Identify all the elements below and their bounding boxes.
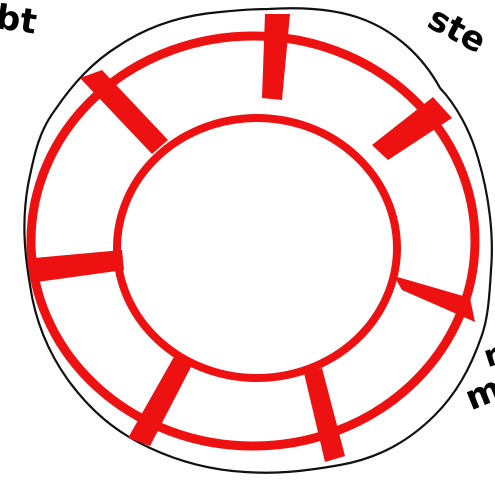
spoke-lower-right xyxy=(394,276,475,322)
outer-red-ring xyxy=(31,36,475,446)
spoke-bottom-right xyxy=(304,368,345,462)
word-fragment-top-left: bt xyxy=(0,0,39,43)
inner-red-ring xyxy=(117,118,397,378)
spoke-top xyxy=(262,14,290,100)
spoke-upper-left xyxy=(80,70,168,154)
spoke-left xyxy=(34,250,124,282)
word-fragment-top-right: ste xyxy=(421,0,492,62)
